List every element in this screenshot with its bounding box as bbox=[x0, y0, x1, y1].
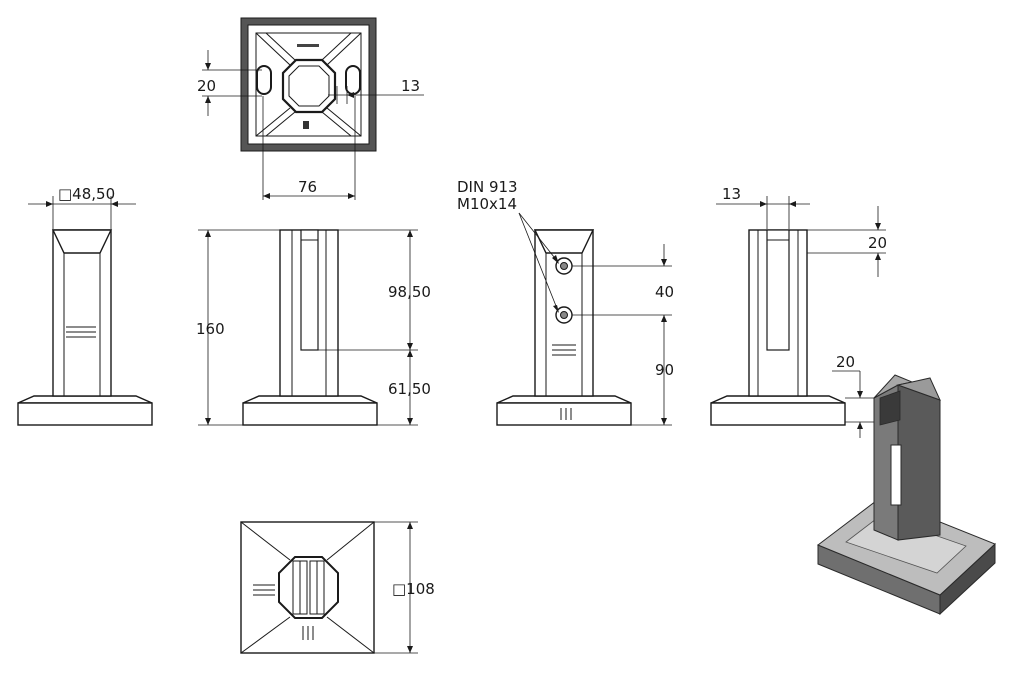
dim-screw-base: 90 bbox=[655, 361, 674, 379]
side-view-base bbox=[242, 402, 378, 426]
top-view-slot-left bbox=[256, 65, 272, 95]
bottom-view: □108 bbox=[240, 521, 435, 654]
slot-view-base bbox=[710, 402, 846, 426]
slot-view-base-top bbox=[710, 395, 846, 404]
slot-view: 13 20 bbox=[710, 185, 887, 426]
dim-screw-gap: 40 bbox=[655, 283, 674, 301]
dim-top-hole-spacing: 76 bbox=[298, 178, 317, 196]
iso-glass-slot bbox=[890, 444, 902, 506]
screw-view-base-top bbox=[496, 395, 632, 404]
callout-thread: M10x14 bbox=[457, 195, 517, 213]
top-view-logo-mark bbox=[303, 121, 309, 129]
slot-view-glass-slot bbox=[766, 229, 790, 351]
dim-iso-offset: 20 bbox=[836, 353, 855, 371]
dim-top-slot: 20 bbox=[197, 77, 216, 95]
dim-slot-depth: 20 bbox=[868, 234, 887, 252]
side-view-glass-slot bbox=[300, 229, 319, 351]
front-view-base-top bbox=[17, 395, 153, 404]
dim-slot-width: 13 bbox=[722, 185, 741, 203]
dim-top-offset: 13 bbox=[401, 77, 420, 95]
bottom-view-octagon-post bbox=[278, 556, 339, 619]
isometric-view: 20 bbox=[817, 353, 996, 616]
dim-side-lower: 61,50 bbox=[388, 380, 431, 398]
top-view: 20 13 76 bbox=[197, 17, 424, 200]
dim-side-upper: 98,50 bbox=[388, 283, 431, 301]
dim-side-height: 160 bbox=[196, 320, 225, 338]
front-view-post bbox=[52, 229, 112, 397]
iso-post-right bbox=[897, 384, 941, 541]
dim-front-square: □48,50 bbox=[58, 185, 115, 203]
side-view: 160 98,50 61,50 bbox=[196, 229, 431, 426]
top-view-slot-right bbox=[345, 65, 361, 95]
callout-din: DIN 913 bbox=[457, 178, 518, 196]
screw-view-base bbox=[496, 402, 632, 426]
screw-view: DIN 913 M10x14 40 90 bbox=[457, 178, 674, 426]
front-view-base bbox=[17, 402, 153, 426]
front-view: □48,50 bbox=[17, 185, 153, 426]
top-view-octagon-post bbox=[281, 58, 337, 114]
side-view-base-top bbox=[242, 395, 378, 404]
dim-bottom-base: □108 bbox=[392, 580, 435, 598]
